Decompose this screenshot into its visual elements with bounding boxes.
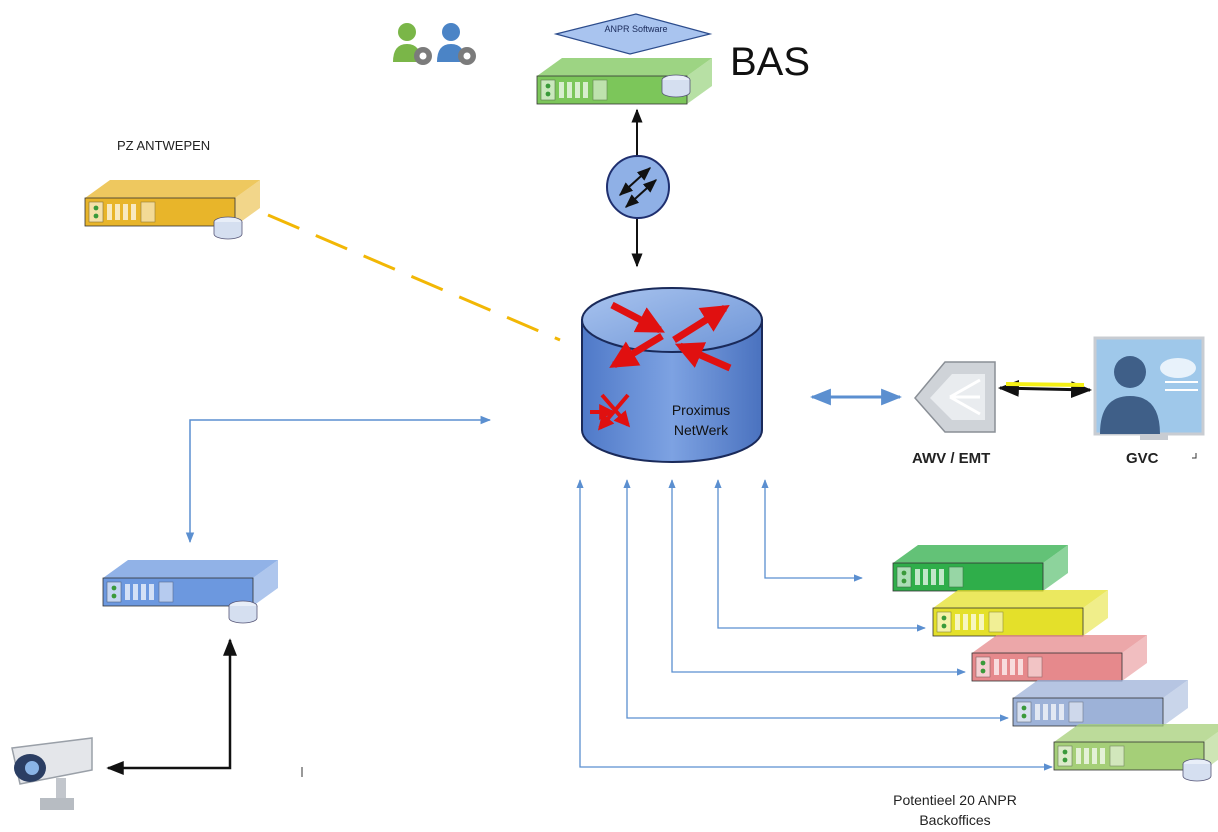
proximus-local-link [185, 415, 492, 544]
pz-dashed-link [267, 213, 561, 342]
bas-disk-icon [661, 74, 691, 98]
backoffice-server-3 [971, 634, 1148, 682]
anpr-software-plate [553, 13, 713, 55]
backoffice-server-4 [1012, 679, 1189, 727]
gvc-operator-monitor-icon [1093, 336, 1205, 440]
pz-antwerpen-label: PZ ANTWEPEN [117, 138, 211, 153]
anpr-camera-icon [11, 737, 93, 810]
local-disk-icon [228, 600, 258, 624]
backoffice-link-1 [761, 479, 863, 582]
local-anpr-server [102, 559, 279, 607]
backoffice-link-2 [714, 479, 926, 632]
bas-label: BAS [730, 40, 811, 84]
awv-emt-label: AWV / EMT [912, 450, 991, 467]
network-hub-icon [606, 155, 670, 219]
proximus-network-icon [581, 287, 763, 463]
gvc-label: GVC [1126, 450, 1159, 467]
admin-user-icon-blue [437, 23, 476, 65]
anpr-software-label: ANPR Software [604, 24, 668, 34]
backoffice-server-2 [932, 589, 1109, 637]
backoffices-label: Potentieel 20 ANPR Backoffices [893, 792, 1017, 828]
backoffice-disk-icon [1182, 758, 1212, 782]
pz-disk-icon [213, 216, 243, 240]
camera-link [106, 638, 237, 775]
admin-user-icon-green [393, 23, 432, 65]
awv-gvc-link [997, 380, 1093, 398]
backoffice-link-5 [576, 479, 1053, 771]
awv-emt-switch-icon [914, 361, 996, 433]
backoffice-server-1 [892, 544, 1069, 592]
proximus-network-label: Proximus NetWerk [671, 402, 731, 438]
